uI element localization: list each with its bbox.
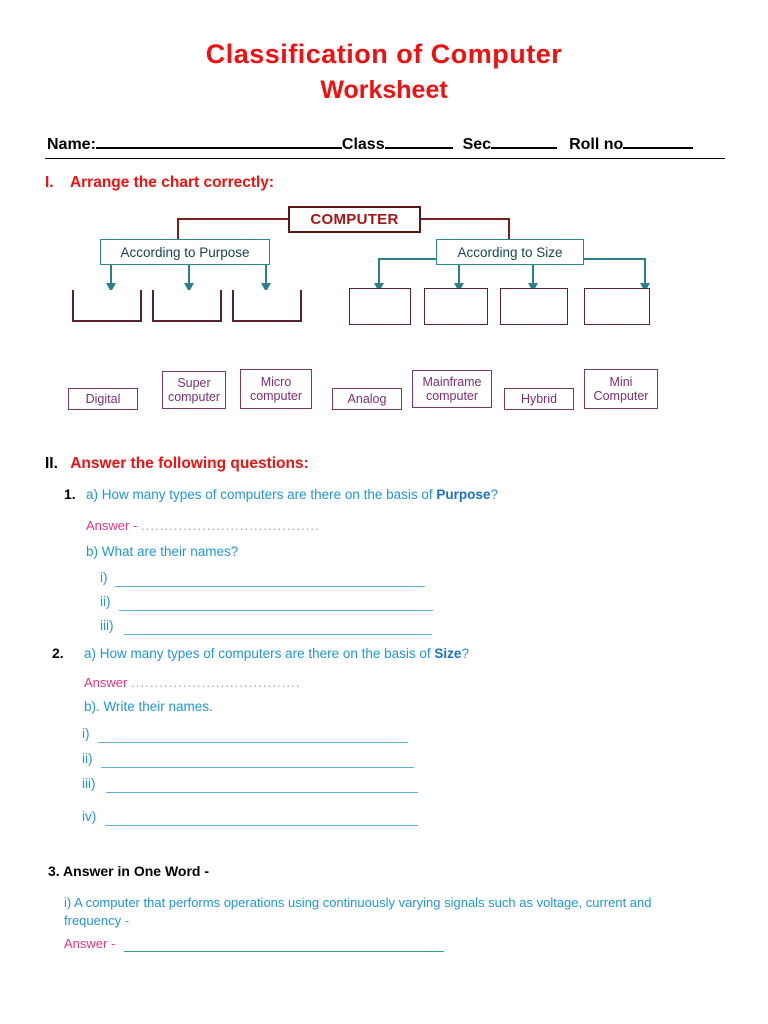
question-2-blank-marker-i: i) [82,726,90,741]
word-bank-item-analog[interactable]: Analog [332,388,402,410]
section-2-numeral: II. [45,455,58,472]
question-1a-keyword: Purpose [436,487,491,502]
connector-root-right-vertical [508,218,510,243]
arrowhead-purpose-2 [184,283,194,292]
question-1-answer-label: Answer - [86,518,141,533]
name-input-line[interactable] [95,132,342,149]
question-3-item-text: A computer that performs operations usin… [64,895,652,928]
question-2-answer-dots: .................................... [130,675,301,690]
classification-diagram: COMPUTER According to Purpose According … [60,198,700,338]
arrowhead-purpose-3 [261,283,271,292]
question-1-blank-marker-i: i) [100,570,108,585]
connector-root-left-horizontal [177,218,288,220]
question-2-blank-marker-ii: ii) [82,751,93,766]
question-2-blank-line-iv[interactable] [105,825,418,826]
connector-size-3 [532,265,534,286]
title-line-2: Worksheet [320,76,448,105]
question-1a-suffix: ? [490,487,498,502]
arrowhead-size-4 [640,283,650,292]
connector-purpose-1 [110,265,112,286]
connector-size-1 [378,258,380,286]
question-3-item-marker: i) [64,895,72,910]
word-bank: Digital Super computer Micro computer An… [60,366,700,418]
answer-box-size-3[interactable] [500,288,568,325]
student-info-row: Name: Class Sec Roll no [47,132,725,156]
section-2-heading-text: Answer the following questions: [70,455,309,472]
section-2-heading: II. Answer the following questions: [45,455,309,473]
connector-size-2 [458,265,460,286]
question-2-blank-line-iii[interactable] [106,792,418,793]
question-2a-keyword: Size [434,646,462,661]
question-1-answer-line[interactable]: Answer - ...............................… [86,518,320,533]
class-label: Class [341,136,385,153]
roll-no-label: Roll no [569,136,624,153]
question-2-blank-marker-iv: iv) [82,809,97,824]
connector-root-right-horizontal [421,218,510,220]
connector-purpose-3 [265,265,267,286]
question-2-blank-line-ii[interactable] [101,767,414,768]
question-2a-suffix: ? [461,646,469,661]
question-1-blank-marker-iii: iii) [100,618,114,633]
word-bank-item-mainframe[interactable]: Mainframe computer [412,370,492,408]
question-1a-text: a) How many types of computers are there… [86,487,498,502]
answer-box-size-1[interactable] [349,288,411,325]
answer-box-size-2[interactable] [424,288,488,325]
word-bank-item-micro[interactable]: Micro computer [240,369,312,409]
arrowhead-size-1 [374,283,384,292]
connector-size-left-horizontal [378,258,436,260]
header-divider [45,158,725,159]
roll-no-input-line[interactable] [623,132,694,149]
question-1-blank-line-iii[interactable] [124,634,432,635]
page-title: Classification of Computer Worksheet [0,0,768,104]
connector-purpose-2 [188,265,190,286]
diagram-branch-purpose: According to Purpose [100,239,270,265]
class-input-line[interactable] [384,132,453,149]
question-1a-prefix: a) How many types of computers are there… [86,487,437,502]
question-1-blank-line-ii[interactable] [119,610,433,611]
arrowhead-purpose-1 [106,283,116,292]
title-line-1: Classification of Computer [205,39,563,69]
question-2-blank-marker-iii: iii) [82,776,96,791]
question-1-blank-marker-ii: ii) [100,594,111,609]
section-1-numeral: I. [45,174,54,191]
diagram-branch-size: According to Size [436,239,584,265]
question-3-answer-label: Answer - [64,936,116,951]
word-bank-item-digital[interactable]: Digital [68,388,138,410]
connector-root-left-vertical [177,218,179,243]
question-2a-text: a) How many types of computers are there… [84,646,469,661]
question-2-number: 2. [52,645,64,661]
question-1-answer-dots: ...................................... [140,518,320,533]
question-1b-text: b) What are their names? [86,544,239,559]
diagram-root-computer: COMPUTER [288,206,421,233]
connector-size-4 [644,258,646,286]
question-3-answer-line[interactable] [124,951,444,952]
question-2-answer-label: Answer [84,675,131,690]
answer-box-purpose-1[interactable] [72,290,142,322]
section-1-heading-text: Arrange the chart correctly: [69,174,275,191]
arrowhead-size-2 [454,283,464,292]
arrowhead-size-3 [528,283,538,292]
word-bank-item-hybrid[interactable]: Hybrid [504,388,574,410]
answer-box-purpose-3[interactable] [232,290,302,322]
name-label: Name: [47,136,96,153]
question-2b-text: b). Write their names. [84,699,213,714]
question-1-blank-line-i[interactable] [115,586,425,587]
question-2-answer-line[interactable]: Answer .................................… [84,675,301,690]
connector-size-right-horizontal [584,258,646,260]
question-2-blank-line-i[interactable] [98,742,408,743]
sec-input-line[interactable] [491,132,558,149]
answer-box-size-4[interactable] [584,288,650,325]
sec-label: Sec [462,136,492,153]
question-3-heading: 3. Answer in One Word - [48,863,210,879]
question-2a-prefix: a) How many types of computers are there… [84,646,435,661]
question-1-number: 1. [64,486,76,502]
word-bank-item-mini[interactable]: Mini Computer [584,369,658,409]
word-bank-item-super[interactable]: Super computer [162,371,226,409]
question-3-answer-label-wrap: Answer - [64,936,115,951]
question-3-item: i) A computer that performs operations u… [64,894,704,929]
section-1-heading: I. Arrange the chart correctly: [45,174,274,192]
answer-box-purpose-2[interactable] [152,290,222,322]
